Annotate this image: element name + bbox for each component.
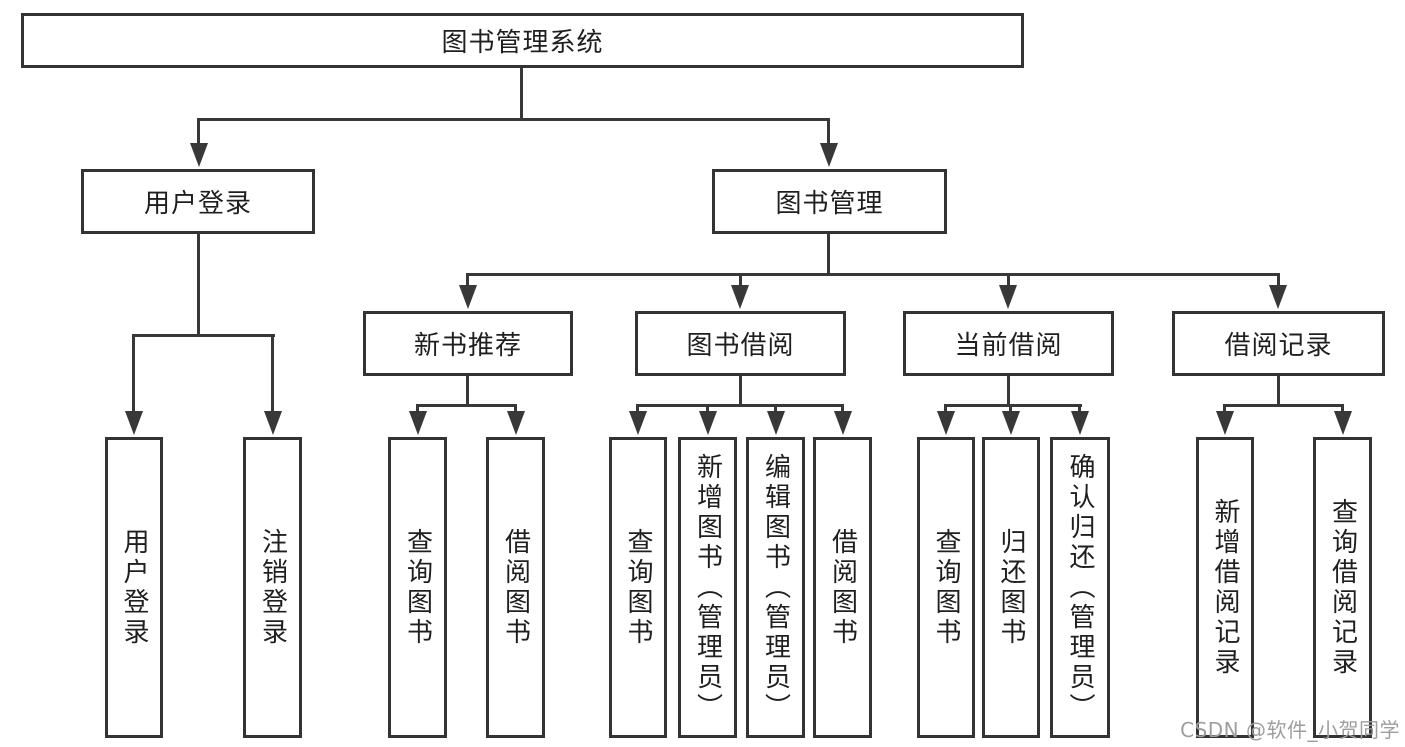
node-book-borrowing: 图书借阅 [635,311,846,376]
connector-drop [1078,404,1081,414]
arrow-down-icon [820,143,838,167]
connector-drop [944,404,947,414]
connector-drop [1277,273,1280,288]
leaf-query-books-borrowing: 查询图书 [609,437,667,738]
arrow-down-icon [1002,411,1020,435]
arrow-down-icon [834,411,852,435]
node-user-login: 用户登录 [81,169,315,234]
arrow-down-icon [459,285,477,309]
arrow-down-icon [125,411,143,435]
arrow-down-icon [507,411,525,435]
connector-drop [416,404,419,414]
connector-user-login-stem [197,234,200,337]
connector-drop [132,334,135,414]
arrow-down-icon [1269,285,1287,309]
connector-stem [1277,376,1280,407]
connector-rail [416,404,517,407]
connector-user-login-drop [197,118,200,145]
leaf-query-books-recommend: 查询图书 [388,437,447,738]
connector-drop [514,404,517,414]
connector-book-mgmt-stem [827,234,830,276]
leaf-add-books-admin: 新增图书（管理员） [678,437,737,738]
arrow-down-icon [629,411,647,435]
arrow-down-icon [731,285,749,309]
arrow-down-icon [190,143,208,167]
leaf-edit-books-admin: 编辑图书（管理员） [746,437,805,738]
leaf-user-login: 用户登录 [105,437,163,738]
leaf-query-books-current: 查询图书 [917,437,975,738]
connector-drop [774,404,777,414]
connector-rail [944,404,1082,407]
arrow-down-icon [699,411,717,435]
connector-drop [636,404,639,414]
arrow-down-icon [1216,411,1234,435]
leaf-add-borrow-record: 新增借阅记录 [1196,437,1254,738]
connector-drop [1223,404,1226,414]
arrow-down-icon [264,411,282,435]
connector-drop [271,334,274,414]
connector-drop [739,273,742,288]
connector-drop [1007,273,1010,288]
arrow-down-icon [937,411,955,435]
connector-stem [739,376,742,407]
leaf-borrow-books-recommend: 借阅图书 [486,437,545,738]
connector-root-stem [520,68,523,121]
arrow-down-icon [1334,411,1352,435]
node-new-book-recommend: 新书推荐 [363,311,573,376]
csdn-watermark: CSDN @软件_小贺同学 [1180,718,1400,742]
node-borrowing-records: 借阅记录 [1172,311,1385,376]
leaf-return-books: 归还图书 [982,437,1040,738]
connector-level1-rail [197,118,830,121]
arrow-down-icon [1071,411,1089,435]
connector-rail [636,404,844,407]
connector-drop [1009,404,1012,414]
connector-drop [466,273,469,288]
connector-user-login-rail [132,334,275,337]
connector-book-mgmt-drop [827,118,830,145]
connector-drop [706,404,709,414]
node-library-system: 图书管理系统 [21,13,1024,68]
node-book-management: 图书管理 [712,169,947,234]
connector-stem [1007,376,1010,407]
connector-rail [1223,404,1344,407]
arrow-down-icon [999,285,1017,309]
arrow-down-icon [767,411,785,435]
connector-drop [841,404,844,414]
node-current-borrowing: 当前借阅 [903,311,1114,376]
leaf-confirm-return-admin: 确认归还（管理员） [1050,437,1110,738]
leaf-logout-login: 注销登录 [243,437,302,738]
connector-stem [466,376,469,407]
leaf-borrow-books-borrowing: 借阅图书 [813,437,872,738]
arrow-down-icon [409,411,427,435]
leaf-query-borrow-record: 查询借阅记录 [1313,437,1372,738]
connector-level3-rail [466,273,1280,276]
connector-drop [1341,404,1344,414]
